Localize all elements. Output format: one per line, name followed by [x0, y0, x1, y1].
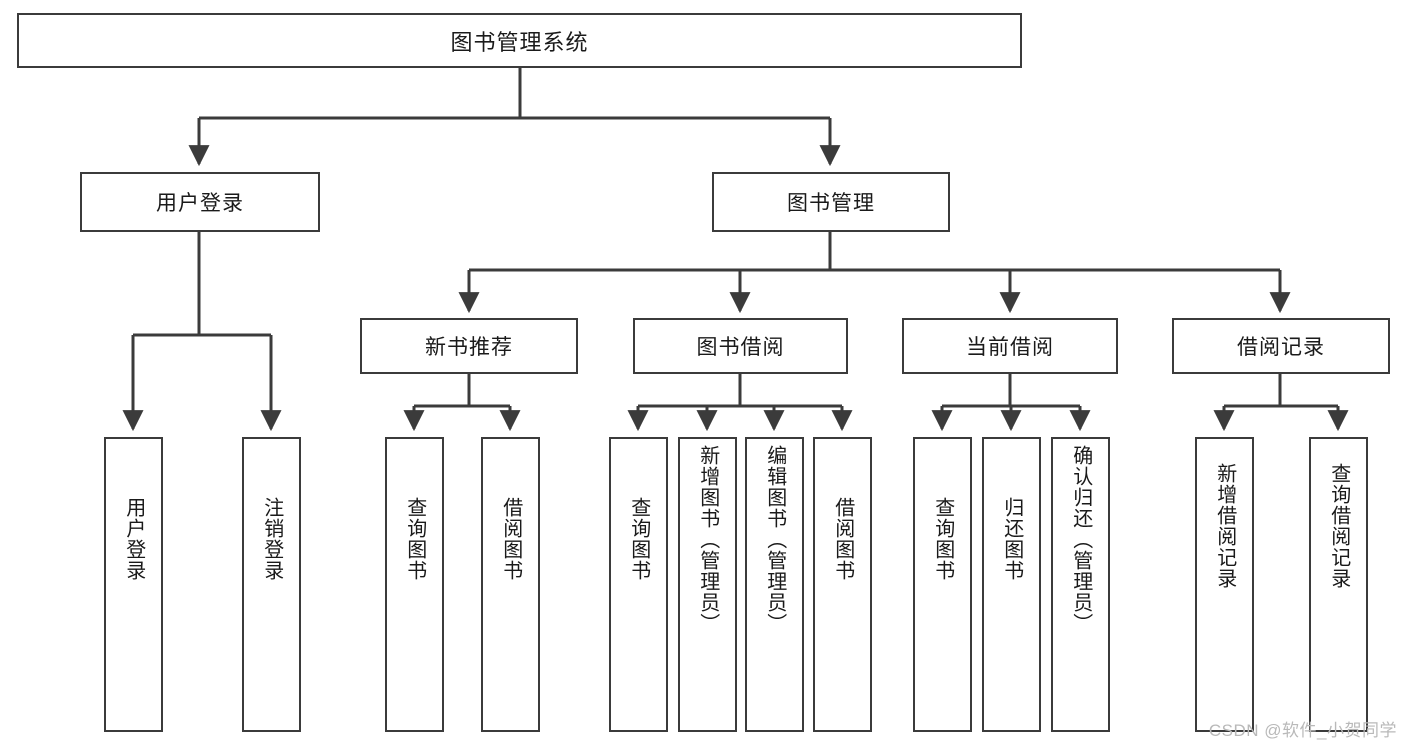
node-book-borrow[interactable]: 图书借阅 [633, 318, 848, 374]
leaf-current-borrow-3[interactable]: 确认归还（管理员） [1051, 437, 1110, 732]
leaf-current-borrow-1[interactable]: 查询图书 [913, 437, 972, 732]
node-new-book-recommend[interactable]: 新书推荐 [360, 318, 578, 374]
node-root-book-management-system[interactable]: 图书管理系统 [17, 13, 1022, 68]
leaf-label: 查询图书 [931, 497, 954, 581]
leaf-user-login-1[interactable]: 用户登录 [104, 437, 163, 732]
leaf-new-book-recommend-2[interactable]: 借阅图书 [481, 437, 540, 732]
node-label: 借阅记录 [1237, 336, 1325, 359]
leaf-new-book-recommend-1[interactable]: 查询图书 [385, 437, 444, 732]
leaf-label: 查询图书 [403, 497, 426, 581]
node-label: 图书管理 [787, 192, 875, 215]
leaf-book-borrow-4[interactable]: 借阅图书 [813, 437, 872, 732]
leaf-label: 查询图书 [627, 497, 650, 581]
node-borrow-record[interactable]: 借阅记录 [1172, 318, 1390, 374]
leaf-label: 编辑图书（管理员） [763, 445, 786, 634]
leaf-label: 新增借阅记录 [1213, 463, 1236, 589]
leaf-user-login-2[interactable]: 注销登录 [242, 437, 301, 732]
node-label: 用户登录 [156, 192, 244, 215]
leaf-borrow-record-2[interactable]: 查询借阅记录 [1309, 437, 1368, 732]
leaf-label: 借阅图书 [499, 497, 522, 581]
leaf-book-borrow-3[interactable]: 编辑图书（管理员） [745, 437, 804, 732]
leaf-label: 归还图书 [1000, 497, 1023, 581]
leaf-label: 用户登录 [122, 497, 145, 581]
node-label: 新书推荐 [425, 336, 513, 359]
node-label: 图书管理系统 [450, 29, 589, 55]
leaf-label: 确认归还（管理员） [1069, 445, 1092, 634]
leaf-label: 注销登录 [260, 497, 283, 581]
leaf-book-borrow-1[interactable]: 查询图书 [609, 437, 668, 732]
leaf-borrow-record-1[interactable]: 新增借阅记录 [1195, 437, 1254, 732]
leaf-label: 查询借阅记录 [1327, 463, 1350, 589]
node-book-management[interactable]: 图书管理 [712, 172, 950, 232]
node-current-borrow[interactable]: 当前借阅 [902, 318, 1118, 374]
leaf-current-borrow-2[interactable]: 归还图书 [982, 437, 1041, 732]
node-label: 图书借阅 [696, 336, 785, 359]
node-label: 当前借阅 [966, 336, 1054, 359]
leaf-label: 借阅图书 [831, 497, 854, 581]
leaf-book-borrow-2[interactable]: 新增图书（管理员） [678, 437, 737, 732]
leaf-label: 新增图书（管理员） [696, 445, 719, 634]
node-user-login[interactable]: 用户登录 [80, 172, 320, 232]
